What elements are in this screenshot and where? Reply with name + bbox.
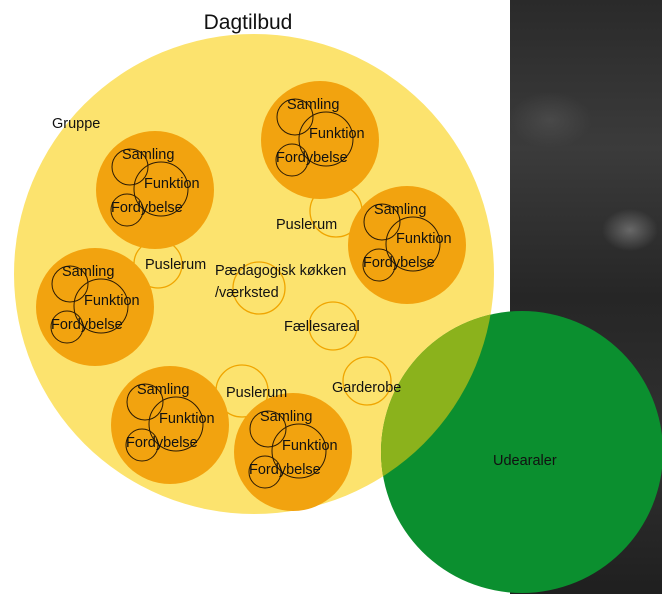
samling-circle: [276, 98, 314, 136]
funktion-label: Funktion: [309, 126, 365, 142]
samling-circle: [363, 203, 401, 241]
funktion-circle: [385, 216, 441, 272]
title: Dagtilbud: [204, 11, 293, 34]
gruppe-circle: [111, 366, 229, 484]
samling-circle: [111, 148, 149, 186]
fordybelse-circle: [362, 248, 396, 282]
funktion-label: Funktion: [159, 411, 215, 427]
fordybelse-label: Fordybelse: [363, 255, 435, 271]
samling-label: Samling: [62, 264, 114, 280]
funktion-label: Funktion: [396, 231, 452, 247]
gruppe-circle: [348, 186, 466, 304]
kitchen-label-line2: /værksted: [215, 285, 279, 301]
funktion-label: Funktion: [84, 293, 140, 309]
faellesareal-label: Fællesareal: [284, 319, 360, 335]
funktion-circle: [148, 396, 204, 452]
samling-circle: [249, 410, 287, 448]
samling-label: Samling: [122, 147, 174, 163]
overlap-region: [381, 311, 494, 514]
funktion-circle: [271, 423, 327, 479]
samling-label: Samling: [260, 409, 312, 425]
fordybelse-circle: [275, 143, 309, 177]
gruppe-circle: [96, 131, 214, 249]
fordybelse-circle: [125, 428, 159, 462]
puslerum-label-3: Puslerum: [226, 385, 287, 401]
samling-circle: [126, 383, 164, 421]
samling-label: Samling: [374, 202, 426, 218]
fordybelse-label: Fordybelse: [276, 150, 348, 166]
gruppe-circle: [261, 81, 379, 199]
udearaler-label: Udearaler: [493, 453, 557, 469]
funktion-label: Funktion: [282, 438, 338, 454]
faellesareal-circle: [308, 301, 358, 351]
samling-label: Samling: [137, 382, 189, 398]
fordybelse-circle: [110, 193, 144, 227]
funktion-circle: [298, 111, 354, 167]
fordybelse-label: Fordybelse: [111, 200, 183, 216]
garderobe-label: Garderobe: [332, 380, 401, 396]
puslerum-label-1: Puslerum: [276, 217, 337, 233]
samling-circle: [51, 265, 89, 303]
funktion-circle: [73, 278, 129, 334]
gruppe-circle: [36, 248, 154, 366]
gruppe-circle: [234, 393, 352, 511]
garderobe-circle: [342, 356, 392, 406]
kitchen-label-line1: Pædagogisk køkken: [215, 263, 346, 279]
kitchen-circle: [232, 261, 286, 315]
fordybelse-label: Fordybelse: [249, 462, 321, 478]
fordybelse-circle: [248, 455, 282, 489]
puslerum-label-2: Puslerum: [145, 257, 206, 273]
funktion-label: Funktion: [144, 176, 200, 192]
gruppe-label: Gruppe: [52, 116, 100, 132]
samling-label: Samling: [287, 97, 339, 113]
fordybelse-circle: [50, 310, 84, 344]
fordybelse-label: Fordybelse: [126, 435, 198, 451]
funktion-circle: [133, 161, 189, 217]
fordybelse-label: Fordybelse: [51, 317, 123, 333]
